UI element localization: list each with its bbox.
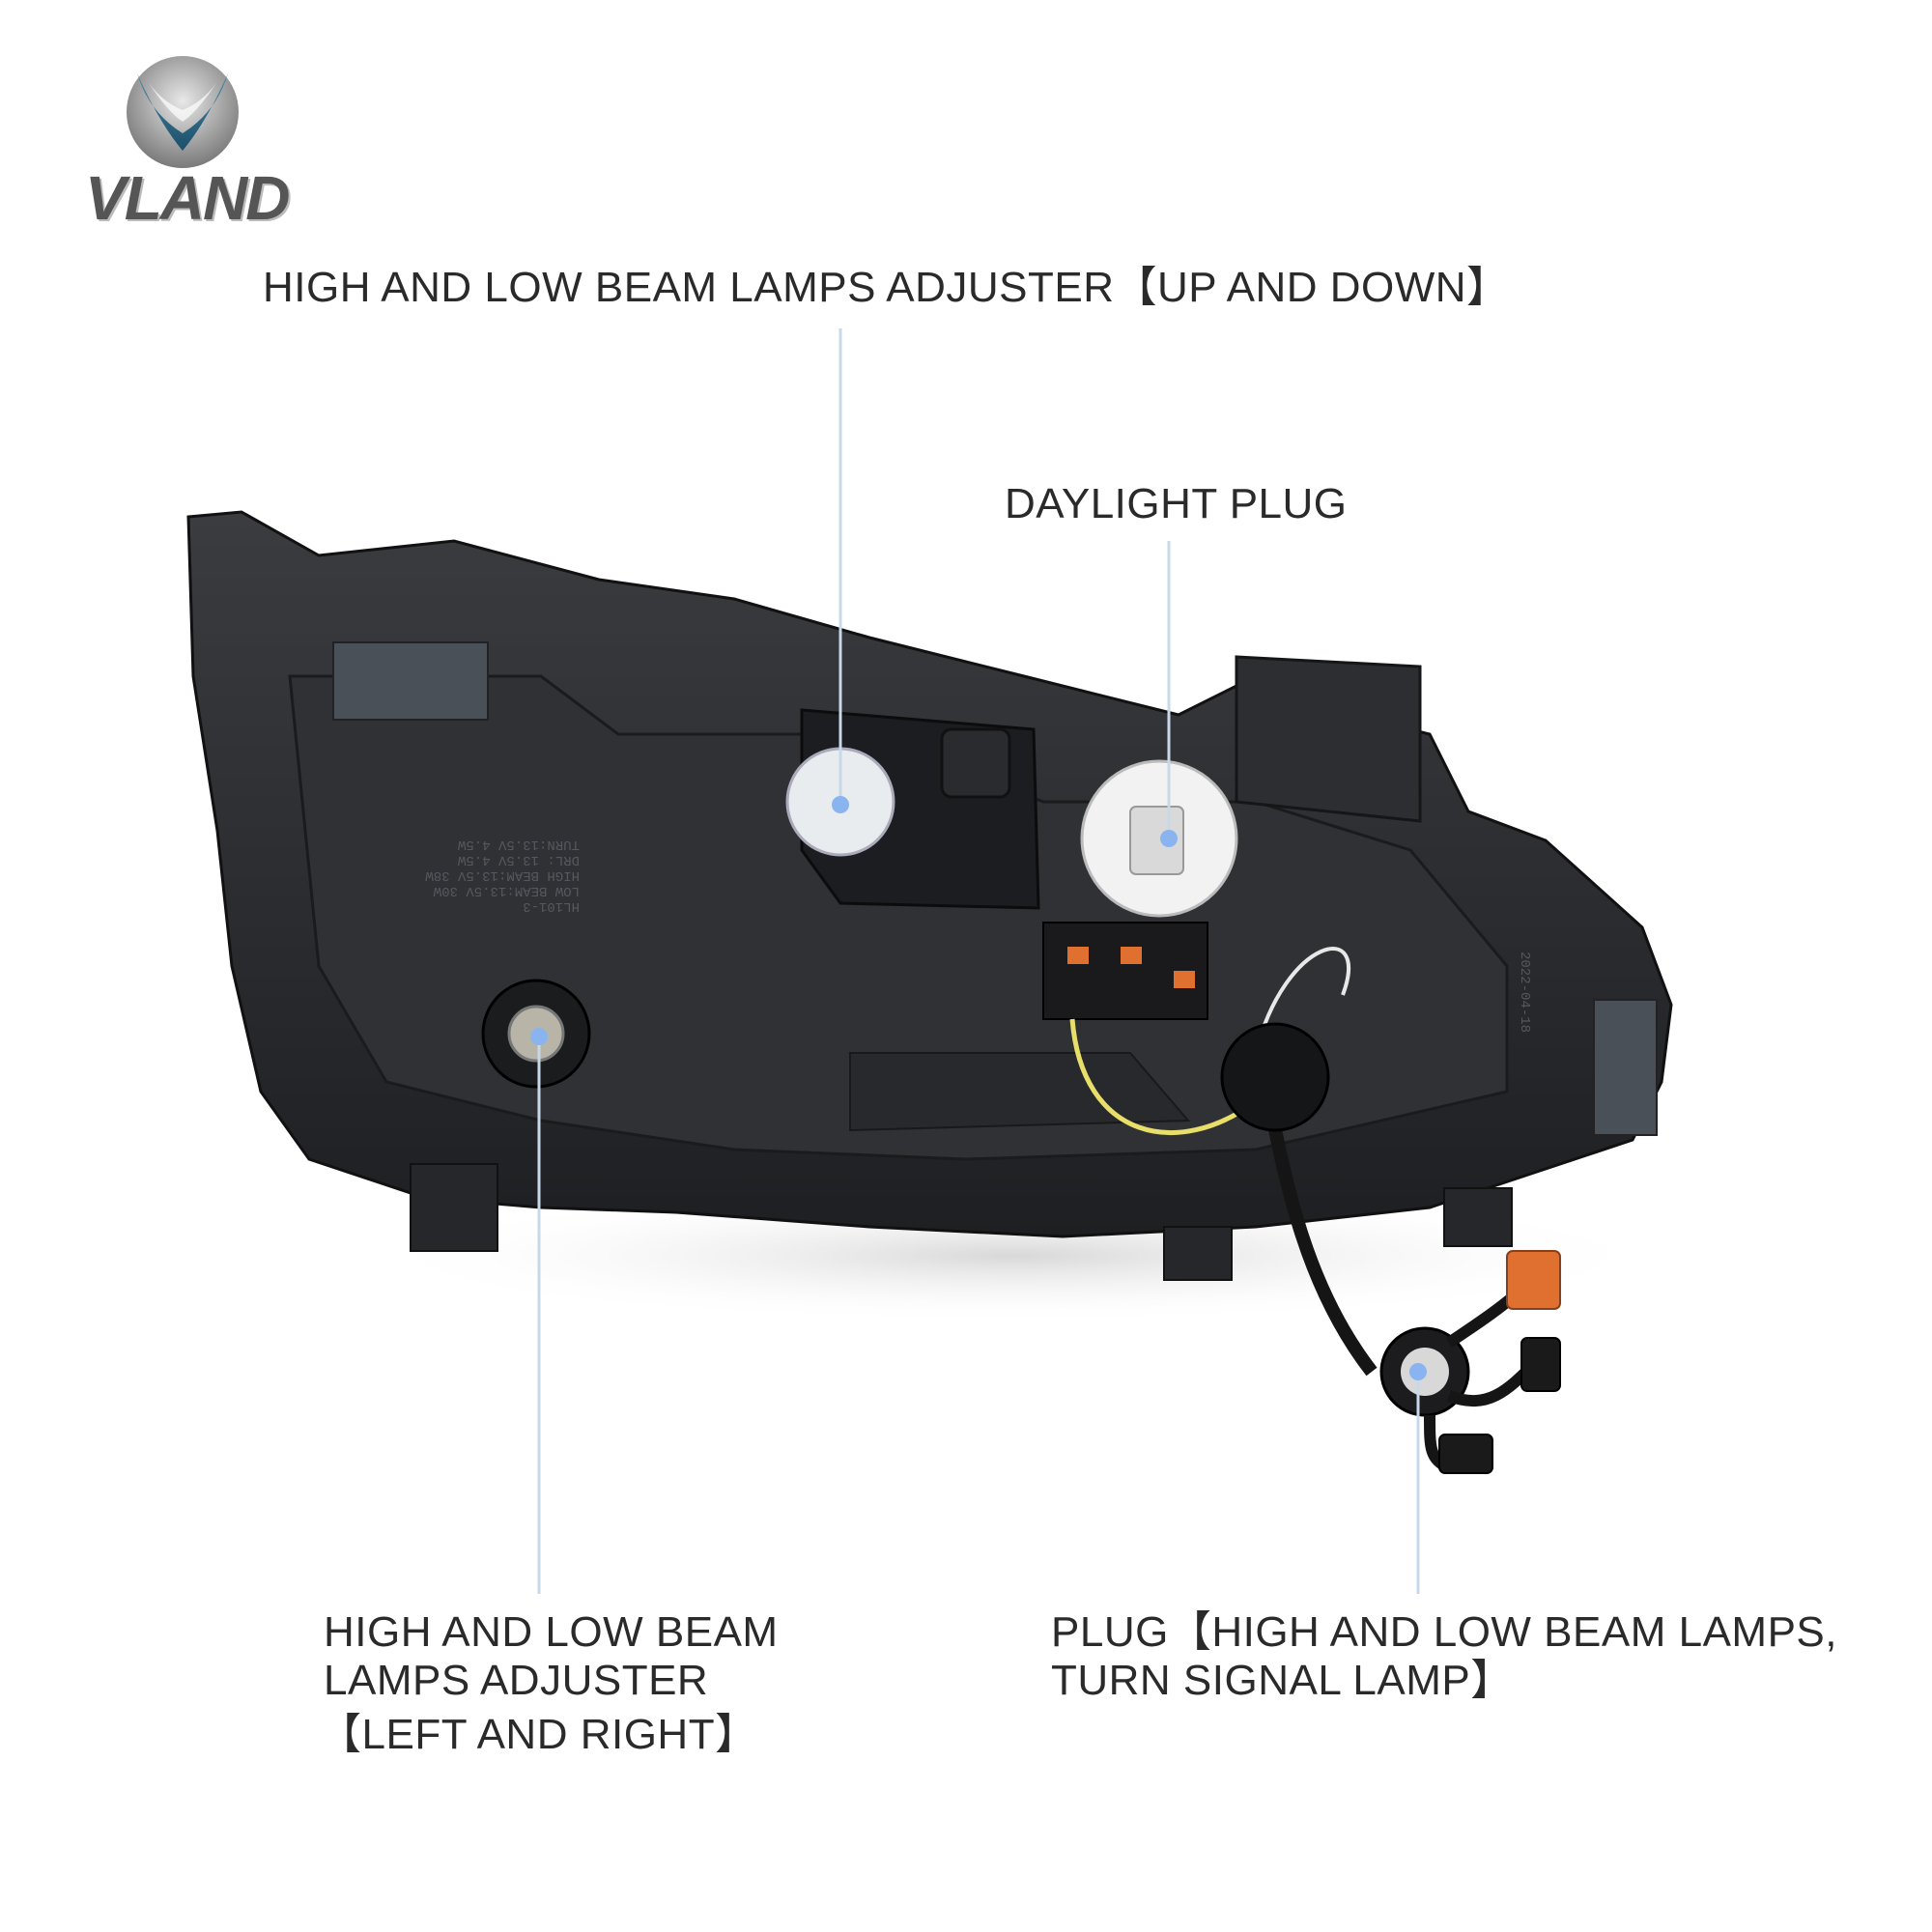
callout-daylight-plug: DAYLIGHT PLUG [1005,480,1348,527]
date-code: 2022-04-18 [1517,952,1532,1033]
mounting-bracket-bottom-center [1163,1226,1233,1281]
housing-date-marking: 2022-04-18 [1517,952,1532,1033]
orange-connector [1506,1250,1561,1310]
housing-rib [849,1052,1191,1132]
mounting-bracket-bottom-right [1443,1187,1513,1247]
mounting-pad-right [1593,999,1658,1136]
housing-inner-panel [288,674,1509,1161]
connector-pin [1121,947,1142,964]
brand-wordmark: VLAND [85,163,290,233]
connector-pin [1174,971,1195,988]
mounting-bracket-top [1235,655,1422,823]
brand-emblem-icon [127,56,239,168]
callout-dot [832,796,849,813]
callout-dot [1160,830,1178,847]
callout-dot [530,1028,548,1045]
spec-line: TURN:13.5V 4.5W [457,837,580,852]
mounting-pad-left [332,641,489,721]
callout-dot [1409,1363,1427,1380]
callout-horizontal-adjuster-line3: 【LEFT AND RIGHT】 [319,1711,758,1758]
adjuster-connector [940,727,1011,799]
white-wire [1254,947,1350,1054]
floor-reflection [357,1188,1671,1323]
callout-main-plug-line1: PLUG【HIGH AND LOW BEAM LAMPS, [1051,1608,1837,1656]
spec-line: HL101-3 [523,898,580,914]
pigtail-connector [1438,1434,1493,1474]
mounting-bracket-bottom-left [410,1163,498,1252]
spec-line: DRL: 13.5V 4.5W [457,852,580,867]
callout-horizontal-adjuster-line1: HIGH AND LOW BEAM [324,1608,779,1656]
connector-pin [1067,947,1089,964]
wire-grommet [1220,1022,1330,1132]
pigtail-connector [1520,1337,1561,1392]
brand-logo [81,54,284,238]
spec-line: HIGH BEAM:13.5V 38W [425,867,580,883]
callout-horizontal-adjuster-line2: LAMPS ADJUSTER [324,1657,709,1704]
housing-spec-markings: HL101-3 LOW BEAM:13.5V 30W HIGH BEAM:13.… [425,837,580,914]
spec-line: LOW BEAM:13.5V 30W [433,883,580,898]
yellow-wire [1069,1018,1258,1135]
callout-vertical-adjuster: HIGH AND LOW BEAM LAMPS ADJUSTER【UP AND … [263,264,1510,311]
callout-main-plug-line2: TURN SIGNAL LAMP】 [1051,1657,1514,1704]
